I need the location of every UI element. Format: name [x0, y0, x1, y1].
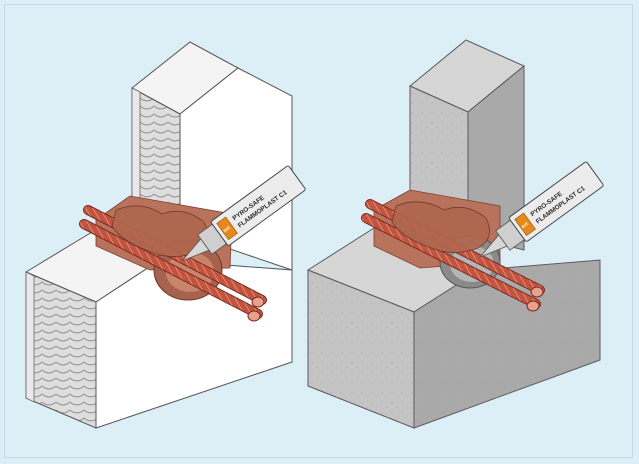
diagram-frame — [4, 4, 633, 458]
logo-text: svt — [222, 225, 232, 234]
logo-text: svt — [520, 221, 530, 230]
sealant-bead-concrete — [391, 201, 490, 253]
logo-badge-icon — [216, 216, 238, 241]
lower-concrete-block — [306, 227, 601, 429]
concrete-wall-scene: svt PYRO-SAFE FLAMMOPLAST C1 — [306, 39, 604, 429]
drywall-partition-scene: svt PYRO-SAFE FLAMMOPLAST C1 — [24, 41, 306, 429]
logo-badge-icon — [514, 212, 536, 237]
